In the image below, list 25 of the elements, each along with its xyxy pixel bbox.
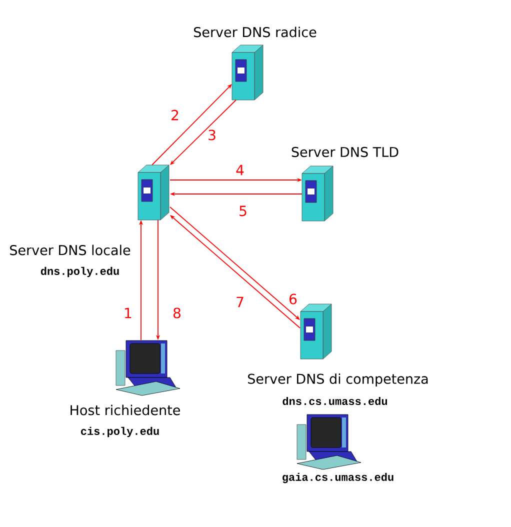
server-drawing: [302, 166, 334, 222]
hostname-label: dns.poly.edu: [40, 266, 119, 278]
server-drawing: [232, 44, 264, 100]
step-number: 4: [236, 164, 244, 176]
server-label: Server DNS TLD: [292, 146, 398, 158]
arrow: [152, 84, 232, 166]
hostname-label: dns.cs.umass.edu: [282, 396, 388, 406]
server-label: Server DNS di competenza: [248, 373, 428, 387]
computer-drawing: [296, 414, 362, 470]
step-number: 6: [290, 294, 297, 304]
server-drawing: [138, 164, 170, 220]
hostname-label: gaia.cs.umass.edu: [282, 472, 394, 484]
step-number: 7: [236, 296, 244, 308]
arrow: [170, 100, 236, 165]
server-drawing: [300, 304, 332, 360]
server-label: Server DNS locale: [10, 244, 130, 256]
hostname-label: cis.poly.edu: [81, 426, 159, 438]
step-number: 2: [172, 110, 178, 120]
server-label: Host richiedente: [70, 404, 180, 416]
step-number: 5: [240, 206, 246, 216]
step-number: 1: [125, 308, 132, 318]
step-number: 3: [208, 130, 216, 140]
server-label: Server DNS radice: [194, 26, 316, 38]
step-number: 8: [174, 308, 180, 318]
computer-drawing: [116, 340, 180, 396]
